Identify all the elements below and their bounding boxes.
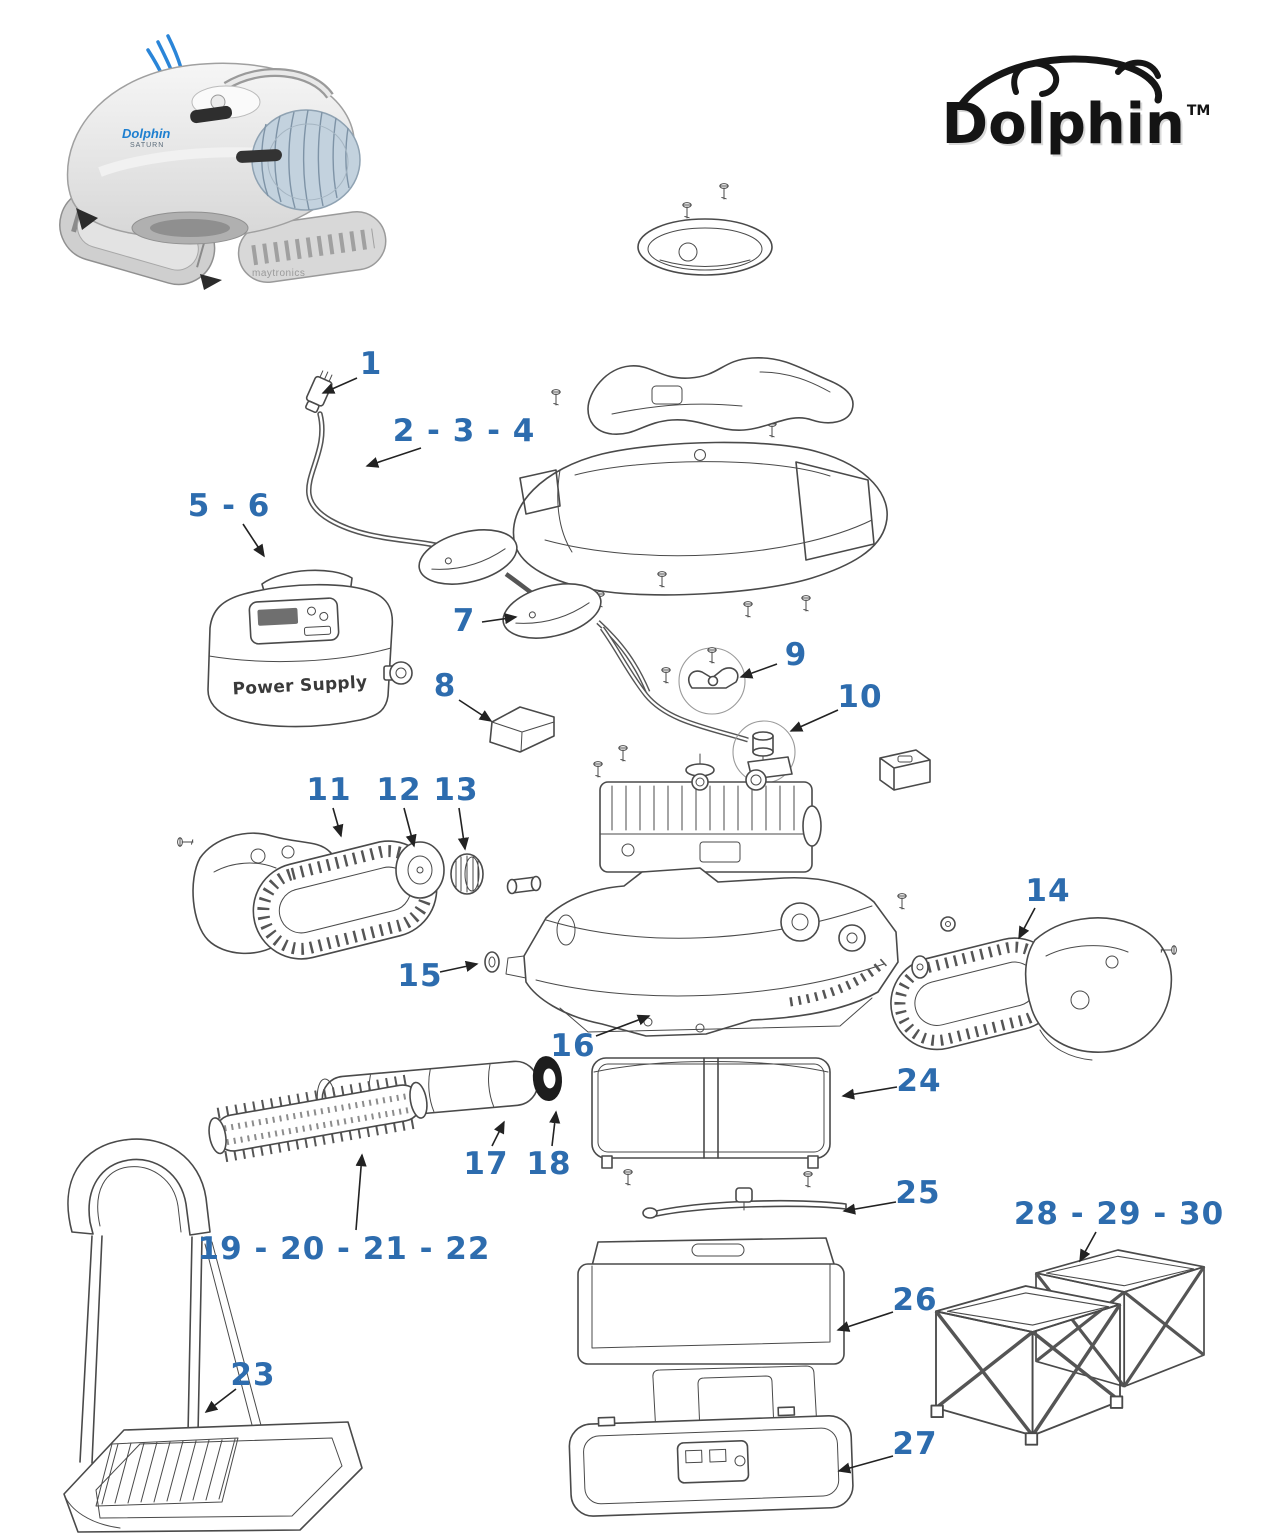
part-power-cord-plug (305, 370, 333, 414)
callout-15: 15 (397, 958, 443, 994)
callout-25: 25 (895, 1175, 941, 1211)
callout-10: 10 (837, 679, 883, 715)
part-power-supply (207, 569, 413, 728)
part-filter-cartridge-back (1034, 1249, 1206, 1388)
part-clip-bracket (489, 706, 555, 753)
callout-8: 8 (433, 668, 457, 704)
callout-5-6: 5 - 6 (187, 488, 271, 524)
product-photo (59, 34, 387, 290)
part-floating-cable (306, 411, 453, 552)
callout-14: 14 (1025, 873, 1071, 909)
hero-submodel-text: SATURN (130, 142, 165, 149)
part-top-lid (637, 183, 773, 276)
part-roller-end-cap (532, 1056, 562, 1102)
part-motor-unit (593, 745, 822, 873)
part-impeller (599, 626, 796, 788)
part-brush-roller (208, 1073, 428, 1163)
callout-9: 9 (784, 637, 808, 673)
part-filter-cartridge-front (930, 1285, 1124, 1446)
callout-7: 7 (452, 603, 476, 639)
right-track (237, 210, 387, 284)
part-caddy (63, 1138, 363, 1533)
part-gear (450, 853, 484, 895)
part-small-housing (879, 749, 931, 791)
part-filter-box (577, 1237, 845, 1365)
part-wheel (395, 841, 445, 899)
callout-16: 16 (550, 1028, 596, 1064)
part-side-plate-right (911, 916, 1177, 1061)
callout-24: 24 (896, 1063, 942, 1099)
part-cable-floats (418, 529, 651, 693)
part-propeller (661, 647, 746, 715)
logo-wave-icon (958, 55, 1163, 108)
part-bottom-lid (568, 1365, 854, 1517)
callout-13: 13 (433, 772, 479, 808)
part-chassis (505, 867, 907, 1037)
part-top-cover (512, 441, 888, 618)
part-bumper-handle (551, 357, 854, 438)
callout-23: 23 (230, 1357, 276, 1393)
callout-26: 26 (892, 1282, 938, 1318)
callout-18: 18 (526, 1146, 572, 1182)
trademark-symbol: TM (1186, 103, 1211, 119)
callout-19-20-21-22: 19 - 20 - 21 - 22 (197, 1231, 491, 1267)
part-filter-screen (591, 1057, 831, 1188)
callout-arrows (204, 377, 1097, 1474)
dolphin-logo-text: Dolphin (941, 92, 1185, 157)
part-handle-bar (642, 1187, 847, 1219)
callout-17: 17 (463, 1146, 509, 1182)
callout-12: 12 (376, 772, 422, 808)
hero-maker-text: maytronics (252, 268, 306, 279)
callout-2-3-4: 2 - 3 - 4 (392, 413, 536, 449)
callout-1: 1 (359, 346, 383, 382)
part-disc (484, 951, 500, 973)
callout-28-29-30: 28 - 29 - 30 (1013, 1196, 1225, 1232)
ribbed-drum (251, 109, 361, 211)
part-pin (506, 875, 542, 895)
hero-model-text: Dolphin (122, 126, 171, 141)
callout-27: 27 (892, 1426, 938, 1462)
callout-11: 11 (306, 772, 352, 808)
